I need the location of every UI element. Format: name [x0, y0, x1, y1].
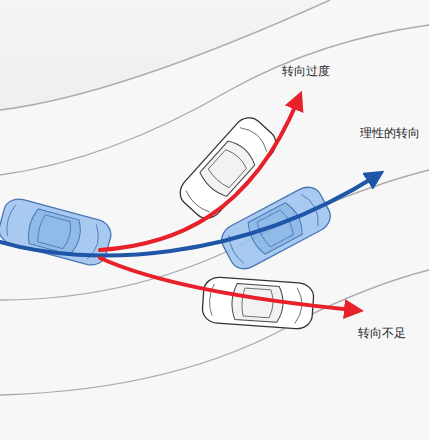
road-edges [0, 0, 429, 395]
steering-label: 转向不足 [358, 326, 406, 340]
trajectories [0, 100, 376, 310]
steering-label: 理性的转向 [360, 126, 420, 140]
steering-label: 转向过度 [282, 64, 330, 78]
car-figure [0, 196, 114, 269]
understeer-path [100, 258, 354, 310]
ideal-path [0, 176, 376, 256]
